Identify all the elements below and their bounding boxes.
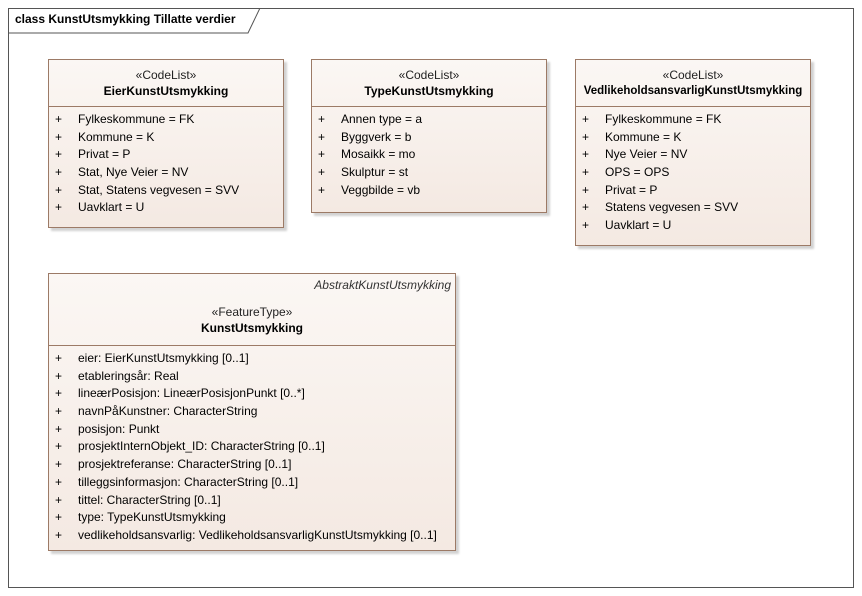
attribute-list: +Fylkeskommune = FK +Kommune = K +Nye Ve… <box>576 107 810 235</box>
attribute-row: +Annen type = a <box>318 112 423 126</box>
attribute-row: +Nye Veier = NV <box>582 147 688 162</box>
attribute-row: +Fylkeskommune = FK <box>55 112 195 126</box>
attribute-row: +Stat, Nye Veier = NV <box>55 165 189 180</box>
class-stereotype: «CodeList» <box>135 68 197 82</box>
class-stereotype: «CodeList» <box>398 68 460 82</box>
class-eier-kunst-utsmykking[interactable]: «CodeList» EierKunstUtsmykking +Fylkesko… <box>48 59 284 228</box>
attribute-row: +OPS = OPS <box>582 165 670 180</box>
class-vedlikeholdsansvarlig-kunst-utsmykking[interactable]: «CodeList» VedlikeholdsansvarligKunstUts… <box>575 59 811 246</box>
attribute-list: +Annen type = a +Byggverk = b +Mosaikk =… <box>312 107 546 199</box>
attribute-row: +Skulptur = st <box>318 165 409 180</box>
attribute-row: +Kommune = K <box>582 129 682 144</box>
attribute-row: +eier: EierKunstUtsmykking [0..1] <box>55 351 249 365</box>
class-type-kunst-utsmykking[interactable]: «CodeList» TypeKunstUtsmykking +Annen ty… <box>311 59 547 213</box>
attribute-row: +Stat, Statens vegvesen = SVV <box>55 182 240 197</box>
attribute-row: +Fylkeskommune = FK <box>582 112 722 126</box>
attribute-row: +prosjektreferanse: CharacterString [0..… <box>55 457 292 472</box>
diagram-title: class KunstUtsmykking Tillatte verdier <box>15 12 236 26</box>
attribute-row: +Uavklart = U <box>582 218 672 233</box>
class-header: «CodeList» TypeKunstUtsmykking <box>312 60 546 107</box>
class-header: AbstraktKunstUtsmykking «FeatureType» Ku… <box>49 274 455 346</box>
frame-tab-outline <box>8 8 261 34</box>
class-name: TypeKunstUtsmykking <box>364 84 494 98</box>
class-header: «CodeList» VedlikeholdsansvarligKunstUts… <box>576 60 810 107</box>
class-kunst-utsmykking[interactable]: AbstraktKunstUtsmykking «FeatureType» Ku… <box>48 273 456 551</box>
class-name: VedlikeholdsansvarligKunstUtsmykking <box>583 85 803 97</box>
attribute-row: +tittel: CharacterString [0..1] <box>55 492 221 507</box>
attribute-row: +vedlikeholdsansvarlig: Vedlikeholdsansv… <box>55 527 437 542</box>
attribute-row: +Privat = P <box>55 147 131 162</box>
attribute-row: +Uavklart = U <box>55 200 145 215</box>
attribute-list: +eier: EierKunstUtsmykking [0..1] +etabl… <box>49 346 455 545</box>
attribute-row: +posisjon: Punkt <box>55 421 160 436</box>
attribute-row: +Byggverk = b <box>318 129 412 144</box>
attribute-row: +Mosaikk = mo <box>318 147 416 162</box>
attribute-row: +lineærPosisjon: LineærPosisjonPunkt [0.… <box>55 386 305 401</box>
class-header: «CodeList» EierKunstUtsmykking <box>49 60 283 107</box>
class-stereotype: «CodeList» <box>662 68 724 82</box>
attribute-row: +prosjektInternObjekt_ID: CharacterStrin… <box>55 439 325 454</box>
diagram-frame <box>8 8 854 588</box>
class-name: EierKunstUtsmykking <box>103 84 229 98</box>
attribute-row: +navnPåKunstner: CharacterString <box>55 404 258 419</box>
class-stereotype: «FeatureType» <box>211 305 293 319</box>
attribute-row: +etableringsår: Real <box>55 368 179 383</box>
attribute-row: +Statens vegvesen = SVV <box>582 200 739 215</box>
attribute-row: +Kommune = K <box>55 129 155 144</box>
class-parent-name: AbstraktKunstUtsmykking <box>314 278 451 292</box>
attribute-row: +type: TypeKunstUtsmykking <box>55 510 226 525</box>
class-name: KunstUtsmykking <box>200 321 304 335</box>
attribute-row: +tilleggsinformasjon: CharacterString [0… <box>55 474 299 489</box>
attribute-row: +Veggbilde = vb <box>318 182 421 197</box>
attribute-list: +Fylkeskommune = FK +Kommune = K +Privat… <box>49 107 283 217</box>
attribute-row: +Privat = P <box>582 182 658 197</box>
